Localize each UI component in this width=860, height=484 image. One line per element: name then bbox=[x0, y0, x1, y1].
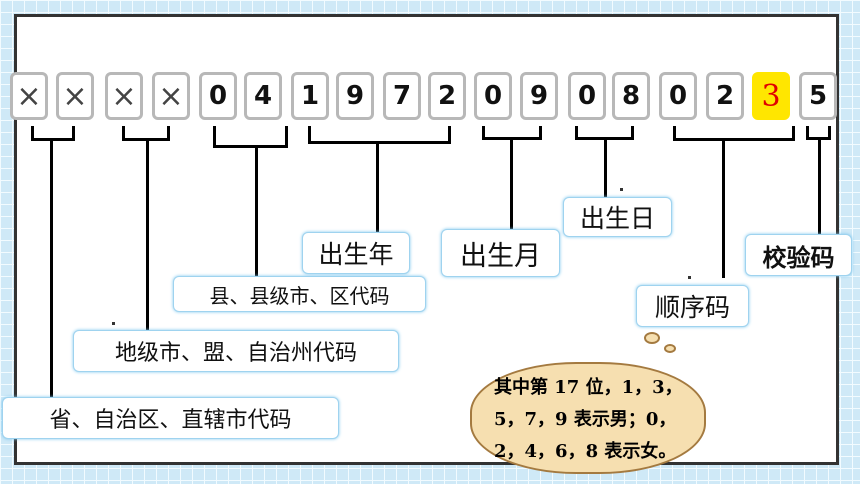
note-line-3: 2，4，6，8 表示女。 bbox=[494, 441, 677, 462]
id-digit-6: 4 bbox=[244, 72, 282, 120]
bracket-province bbox=[31, 138, 75, 141]
connector-county bbox=[255, 145, 258, 280]
diagram-panel bbox=[14, 14, 839, 465]
bracket-province-right bbox=[72, 126, 75, 141]
bracket-month-left bbox=[482, 126, 485, 140]
connector-province bbox=[50, 138, 53, 400]
note-line-2: 5，7，9 表示男；0， bbox=[494, 409, 677, 430]
bracket-year-left bbox=[308, 126, 311, 144]
label-prefecture-code: 地级市、盟、自治州代码 bbox=[73, 330, 399, 372]
id-digit-7: 1 bbox=[291, 72, 329, 120]
id-digit-13: 0 bbox=[568, 72, 606, 120]
id-digit-1: × bbox=[10, 72, 48, 120]
id-digit-9: 7 bbox=[383, 72, 421, 120]
bracket-month-right bbox=[539, 126, 542, 140]
id-digit-10: 2 bbox=[428, 72, 466, 120]
id-digit-15: 0 bbox=[659, 72, 697, 120]
bubble-dot-small bbox=[664, 344, 676, 353]
id-digit-5: 0 bbox=[199, 72, 237, 120]
bracket-prefecture-left bbox=[122, 126, 125, 141]
bracket-day-right bbox=[631, 126, 634, 140]
bracket-check-right bbox=[828, 126, 831, 140]
gender-note-cloud: 其中第 17 位，1，3， 5，7，9 表示男；0， 2，4，6，8 表示女。 bbox=[470, 362, 706, 474]
id-digit-14: 8 bbox=[612, 72, 650, 120]
bracket-check-left bbox=[806, 126, 809, 140]
bracket-county-left bbox=[213, 126, 216, 148]
tick-mark bbox=[688, 276, 691, 279]
bracket-day-left bbox=[575, 126, 578, 140]
bracket-sequence-left bbox=[673, 126, 676, 141]
label-birth-month: 出生月 bbox=[441, 229, 560, 277]
label-birth-day: 出生日 bbox=[563, 197, 672, 237]
bracket-county bbox=[213, 145, 288, 148]
label-check-code: 校验码 bbox=[745, 234, 852, 276]
bracket-prefecture-right bbox=[167, 126, 170, 141]
bracket-sequence bbox=[673, 138, 795, 141]
bracket-sequence-right bbox=[792, 126, 795, 141]
bracket-county-right bbox=[285, 126, 288, 148]
id-digit-3: × bbox=[105, 72, 143, 120]
id-digit-16: 2 bbox=[706, 72, 744, 120]
label-sequence-code: 顺序码 bbox=[636, 285, 749, 327]
bubble-dot-large bbox=[644, 332, 660, 344]
label-birth-year: 出生年 bbox=[302, 232, 410, 274]
connector-check bbox=[818, 137, 821, 235]
id-digit-11: 0 bbox=[474, 72, 512, 120]
tick-mark bbox=[620, 188, 623, 191]
id-digit-8: 9 bbox=[336, 72, 374, 120]
id-digit-17-highlighted: 3 bbox=[752, 72, 790, 120]
label-county-code: 县、县级市、区代码 bbox=[173, 276, 426, 312]
bracket-year bbox=[308, 141, 451, 144]
note-line-1: 其中第 17 位，1，3， bbox=[494, 377, 683, 398]
id-digit-4: × bbox=[152, 72, 190, 120]
tick-mark bbox=[112, 322, 115, 325]
bracket-year-right bbox=[448, 126, 451, 144]
bracket-province-left bbox=[31, 126, 34, 141]
connector-sequence bbox=[722, 138, 725, 278]
label-province-code: 省、自治区、直辖市代码 bbox=[2, 397, 339, 439]
connector-month bbox=[510, 137, 513, 230]
id-digit-12: 9 bbox=[520, 72, 558, 120]
id-digit-18: 5 bbox=[799, 72, 837, 120]
connector-year bbox=[376, 141, 379, 233]
id-digit-2: × bbox=[56, 72, 94, 120]
connector-prefecture bbox=[146, 138, 149, 331]
connector-day bbox=[604, 137, 607, 199]
